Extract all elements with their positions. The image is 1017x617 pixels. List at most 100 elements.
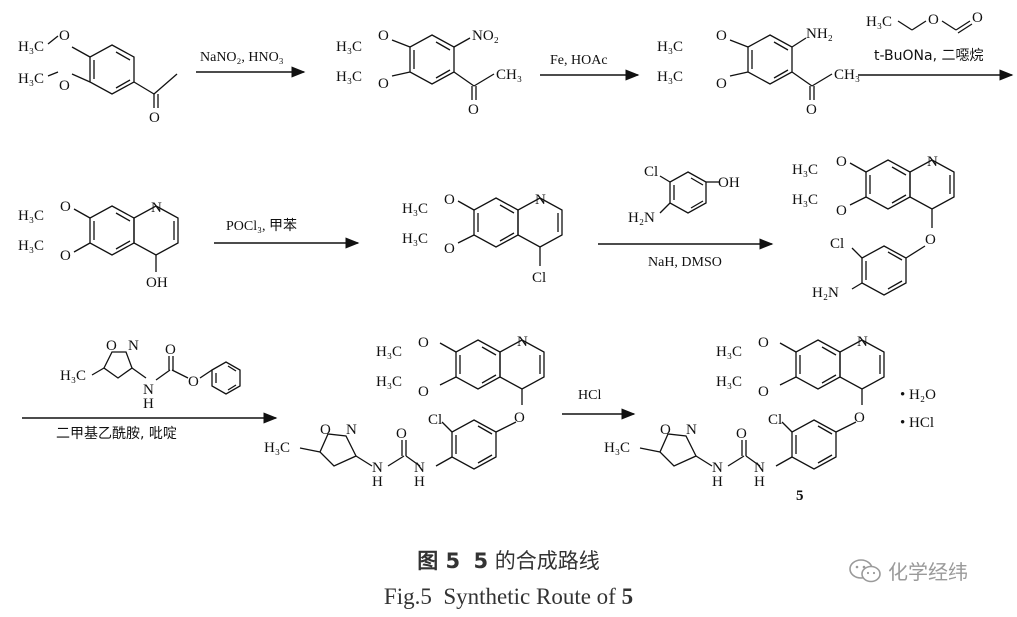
atom-label: N [535,192,546,208]
atom-label: O [836,154,847,170]
compound-chloro-quinoline: H₃C H₃C O O N Cl [402,192,563,286]
atom-label: OH [718,175,740,191]
atom-label: OH [146,275,168,291]
atom-label: O [514,410,525,426]
compound-dimethoxyacetophenone: H₃C H₃C O O O [18,28,178,126]
atom-label: O [418,335,429,351]
atom-label: O [972,10,983,26]
atom-label: NH₂ [806,26,833,42]
atom-label: CH₃ [496,67,522,83]
figure-caption-english: Fig.5 Synthetic Route of 5 [383,584,634,609]
atom-label: O [836,203,847,219]
atom-label: O [854,410,865,426]
figure-caption-chinese: 图 5 5 的合成路线 [417,549,600,573]
synthetic-route-scheme: H₃C H₃C O O O NaNO₂, HNO₃ H₃C H₃C O O NO… [18,10,1014,504]
atom-label: H₃C [18,208,44,224]
atom-label: H₃C [376,374,402,390]
atom-label: CH₃ [834,67,860,83]
watermark-text: 化学经纬 [888,560,968,584]
compound-number-label: 5 [796,488,804,504]
atom-label: O [444,241,455,257]
reagent-label-4: POCl₃, 甲苯 [226,217,297,234]
atom-label: O [660,422,671,438]
reagent-label-3: t-BuONa, 二噁烷 [874,48,984,64]
atom-label: Cl [532,270,546,286]
atom-label: Cl [830,236,844,252]
atom-label: H₃C [716,374,742,390]
atom-label: N [372,460,383,476]
atom-label: O [468,102,479,118]
atom-label: N [686,422,697,438]
atom-label: H₃C [376,344,402,360]
atom-label: O [716,76,727,92]
atom-label: Cl [428,412,442,428]
reagent-phenyl-carbamate: H₃C O N N H O O [60,338,241,412]
atom-label: N [857,334,868,350]
atom-label: H₃C [716,344,742,360]
compound-urea-free-base: H₃C H₃C O O N O Cl N H O N H O N H₃C [264,334,545,490]
compound-5-hydrochloride-hydrate: H₃C H₃C O O N O Cl N H O N H O N H₃C • H… [604,334,936,504]
atom-label: H₃C [604,440,630,456]
atom-label: H [414,474,425,490]
atom-label: H₃C [18,71,44,87]
reaction-arrow-6: H₃C O N N H O O 二甲基乙酰胺, 吡啶 [22,338,278,442]
atom-label: H₃C [792,162,818,178]
reaction-arrow-7: HCl [562,388,636,420]
reagent-ethyl-formate: H₃C O O [866,10,983,34]
atom-label: H₃C [60,368,86,384]
atom-label: N [754,460,765,476]
atom-label: H₃C [866,14,892,30]
atom-label: H₃C [18,238,44,254]
atom-label: O [59,28,70,44]
atom-label: H [143,396,154,412]
reaction-arrow-2: Fe, HOAc [540,53,640,81]
atom-label: H [372,474,383,490]
atom-label: O [378,28,389,44]
atom-label: H [754,474,765,490]
atom-label: O [716,28,727,44]
atom-label: O [758,335,769,351]
atom-label: O [59,78,70,94]
atom-label: H₃C [792,192,818,208]
atom-label: O [928,12,939,28]
atom-label: O [188,374,199,390]
reagent-label-6: 二甲基乙酰胺, 吡啶 [56,425,177,442]
salt-water: • H₂O [900,387,936,403]
atom-label: O [758,384,769,400]
compound-hydroxy-quinoline: H₃C H₃C O O N OH [18,199,179,291]
atom-label: O [60,199,71,215]
atom-label: O [165,342,176,358]
atom-label: H₃C [264,440,290,456]
atom-label: H₃C [657,69,683,85]
reaction-arrow-5: OH Cl H₂N NaH, DMSO [598,164,774,270]
atom-label: H₃C [18,39,44,55]
reaction-arrow-4: POCl₃, 甲苯 [214,217,360,249]
atom-label: H₃C [657,39,683,55]
reagent-label-1: NaNO₂, HNO₃ [200,50,284,65]
atom-label: N [927,154,938,170]
atom-label: O [149,110,160,126]
atom-label: H₃C [402,201,428,217]
atom-label: O [736,426,747,442]
compound-nitro-acetophenone: H₃C H₃C O O NO₂ CH₃ O [336,28,522,118]
atom-label: O [444,192,455,208]
atom-label: O [320,422,331,438]
compound-aniline-quinoline-ether: H₃C H₃C O O N O Cl H₂N [792,154,955,301]
atom-label: N [128,338,139,354]
reagent-label-2: Fe, HOAc [550,53,608,68]
atom-label: O [60,248,71,264]
atom-label: O [396,426,407,442]
watermark: 化学经纬 [848,556,968,585]
atom-label: N [143,382,154,398]
atom-label: H₃C [336,69,362,85]
atom-label: H₂N [628,210,655,226]
reagent-label-7: HCl [578,388,601,403]
atom-label: N [517,334,528,350]
wechat-icon [849,558,881,582]
reaction-arrow-1: NaNO₂, HNO₃ [196,50,306,78]
salt-hcl: • HCl [900,415,934,431]
atom-label: O [925,232,936,248]
atom-label: O [418,384,429,400]
atom-label: Cl [644,164,658,180]
atom-label: H [712,474,723,490]
